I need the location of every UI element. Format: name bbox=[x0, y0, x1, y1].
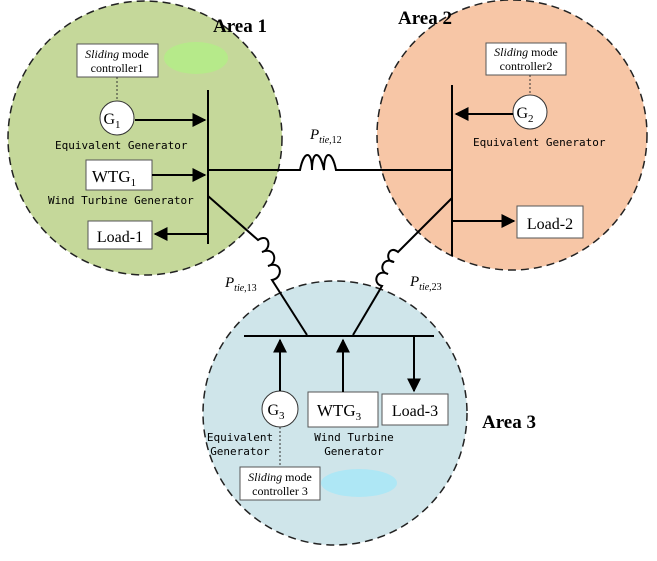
area3-controller-rest: mode bbox=[285, 470, 312, 484]
tie-label-13: Ptie,13 bbox=[224, 275, 257, 294]
area1-controller-box bbox=[76, 43, 159, 78]
area2-load-label: Load-2 bbox=[527, 216, 573, 233]
area3-wtg-caption1: Wind Turbine bbox=[314, 431, 393, 444]
area3-load-label: Load-3 bbox=[392, 403, 438, 420]
area3-wtg-caption2: Generator bbox=[324, 445, 384, 458]
area1-generator-label: G1 bbox=[103, 111, 120, 131]
area3-load-box bbox=[381, 393, 449, 426]
area2-circle bbox=[376, 0, 648, 271]
area3-controller-line2: controller 3 bbox=[252, 484, 308, 498]
area1-title: Area 1 bbox=[213, 16, 267, 37]
area3-controller-italic: Sliding bbox=[248, 470, 282, 484]
area1-controller-rest: mode bbox=[122, 47, 149, 61]
area3-generator-label: G3 bbox=[267, 402, 285, 422]
tie-line-23 bbox=[352, 197, 453, 336]
area2-controller-italic: Sliding bbox=[494, 45, 528, 59]
area3-wtg-box bbox=[307, 391, 379, 428]
area2-load-box bbox=[516, 205, 584, 239]
area3-controller-line1: Sliding mode bbox=[248, 470, 312, 484]
area1-load-label: Load-1 bbox=[97, 229, 143, 246]
tie-label-23: Ptie,23 bbox=[409, 274, 442, 293]
area1-wtg-box bbox=[85, 159, 153, 191]
area2-controller-line2: controller2 bbox=[500, 59, 553, 73]
area3-generator-caption1: Equivalent bbox=[207, 431, 273, 444]
tie-23-p: P bbox=[409, 274, 419, 290]
area3-title: Area 3 bbox=[482, 412, 536, 433]
area1-generator-main: G bbox=[103, 111, 115, 128]
area1-controller-line1: Sliding mode bbox=[85, 47, 149, 61]
area1-load-box bbox=[87, 220, 153, 250]
area3-wtg-main: WTG bbox=[317, 401, 356, 420]
area2-generator-sub: 2 bbox=[528, 113, 534, 125]
area2-controller-box bbox=[485, 42, 567, 76]
area1-generator-circle bbox=[99, 100, 135, 136]
area2-generator-label: G2 bbox=[516, 105, 533, 125]
area2-controller-line1: Sliding mode bbox=[494, 45, 558, 59]
tie-line-12 bbox=[208, 154, 452, 171]
tie-13-sub: tie bbox=[234, 283, 245, 294]
tie-label-12: Ptie,12 bbox=[309, 127, 342, 146]
area3-wtg-label: WTG3 bbox=[317, 401, 362, 423]
area1-wtg-label: WTG1 bbox=[92, 167, 136, 189]
area2-generator-main: G bbox=[516, 105, 528, 122]
area2-title: Area 2 bbox=[398, 8, 452, 29]
area1-highlight bbox=[164, 42, 228, 74]
area1-generator-caption: Equivalent Generator bbox=[55, 139, 188, 152]
area1-wtg-main: WTG bbox=[92, 167, 131, 186]
area1-controller-italic: Sliding bbox=[85, 47, 119, 61]
tie-12-idx: ,12 bbox=[329, 135, 342, 146]
tie-23-sub: tie bbox=[419, 282, 430, 293]
area1-generator-sub: 1 bbox=[115, 119, 121, 131]
area1-controller-line2: controller1 bbox=[91, 61, 144, 75]
area1-wtg-sub: 1 bbox=[131, 177, 137, 189]
area3-controller-box bbox=[239, 466, 321, 501]
tie-12-p: P bbox=[309, 127, 319, 143]
area3-generator-main: G bbox=[267, 402, 279, 419]
area2-controller-rest: mode bbox=[531, 45, 558, 59]
tie-23-idx: ,23 bbox=[429, 282, 442, 293]
tie-13-p: P bbox=[224, 275, 234, 291]
area2-generator-caption: Equivalent Generator bbox=[473, 136, 606, 149]
area3-highlight bbox=[321, 469, 397, 497]
area3-generator-sub: 3 bbox=[279, 410, 285, 422]
tie-12-sub: tie bbox=[319, 135, 330, 146]
tie-13-idx: ,13 bbox=[244, 283, 257, 294]
area3-wtg-sub: 3 bbox=[356, 411, 362, 423]
area2-generator-circle bbox=[512, 94, 548, 130]
area3-generator-caption2: Generator bbox=[210, 445, 270, 458]
tie-line-13 bbox=[207, 195, 308, 336]
area1-wtg-caption: Wind Turbine Generator bbox=[48, 194, 194, 207]
